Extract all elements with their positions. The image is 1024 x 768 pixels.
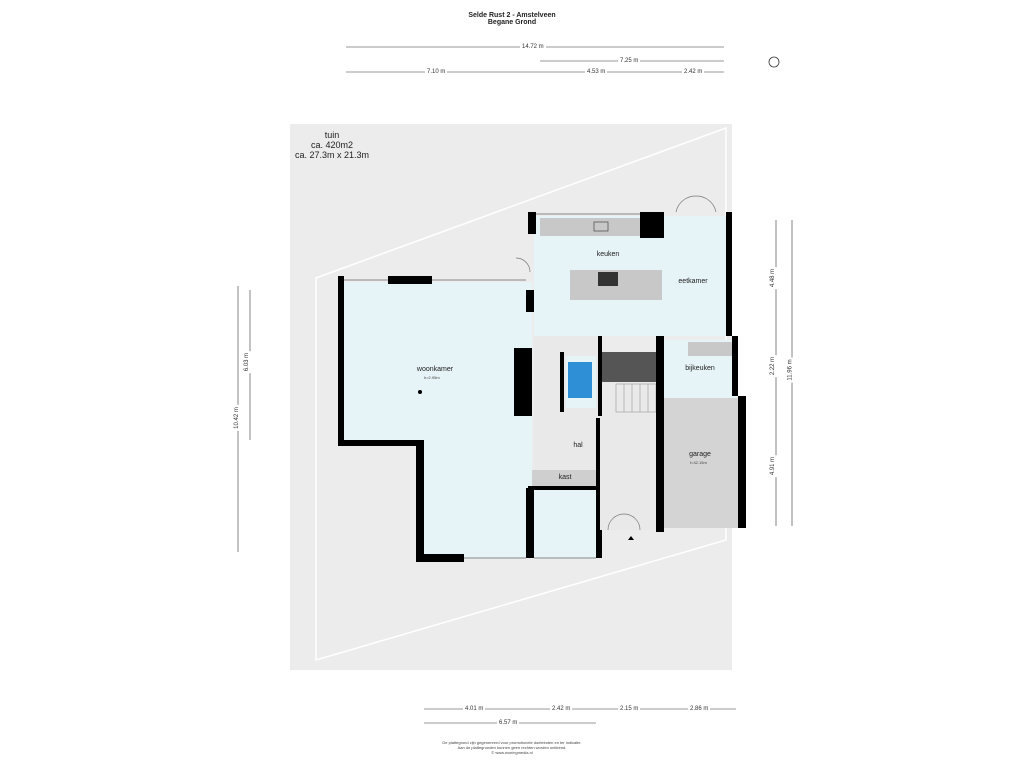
garden-area-text: ca. 420m2 [310, 140, 354, 150]
compass-icon [764, 56, 784, 68]
room-label-woonkamer: woonkamer [416, 366, 454, 373]
dim-right-c: 4.91 m [769, 454, 778, 478]
walls [338, 212, 746, 562]
garden-name: tuin [324, 130, 340, 140]
dim-right-total: 11.96 m [786, 357, 795, 383]
garden-inner-border [315, 126, 727, 662]
room-label-bijkeuken: bijkeuken [685, 365, 715, 372]
kitchen-sink [593, 221, 609, 232]
dim-bottom-total: 6.57 m [497, 719, 520, 727]
garden-label: tuin ca. 420m2 ca. 27.3m x 21.3m [290, 130, 374, 160]
dim-right-b: 2.22 m [769, 354, 778, 378]
plan-title: Selde Rust 2 - Amstelveen [468, 12, 556, 19]
garage-floor [664, 398, 738, 528]
dim-bottom-c: 2.15 m [618, 705, 641, 713]
footer-credit: © www.woningmedia.nl [491, 750, 533, 755]
dim-right-a: 4.48 m [769, 266, 778, 290]
dim-bottom-d: 2.86 m [688, 705, 711, 713]
dim-top-c: 2.42 m [682, 68, 705, 76]
dim-top-total: 14.72 m [520, 43, 546, 51]
room-area-garage: f=42.15m [690, 460, 707, 465]
garden-size-text: ca. 27.3m x 21.3m [294, 150, 370, 160]
room-height-woonkamer: h=2.95m [424, 375, 440, 380]
living-room-floor-main [342, 282, 532, 442]
room-label-hal: hal [573, 442, 583, 449]
room-label-kast: kast [558, 474, 572, 481]
kitchen-counter [540, 218, 658, 236]
footer-disclaimer-2: Aan de plattegronden kunnen geen rechten… [457, 745, 567, 750]
dim-bottom-b: 2.42 m [550, 705, 573, 713]
utility-counter [688, 342, 736, 356]
dim-top-a: 7.10 m [425, 68, 448, 76]
entrance-arrow [628, 536, 634, 540]
dim-top-b: 4.53 m [585, 68, 608, 76]
floor-label: Begane Grond [487, 19, 537, 26]
room-label-eetkamer: eetkamer [678, 278, 708, 285]
living-room-floor-lower [420, 440, 532, 558]
living-room-bay [532, 490, 596, 558]
doors [515, 195, 717, 531]
dim-bottom-a: 4.01 m [463, 705, 486, 713]
windows [344, 213, 640, 559]
dim-left-outer: 10.42 m [232, 405, 241, 431]
dim-left-inner: 6.03 m [243, 350, 252, 374]
footer-disclaimer-1: De plattegrond zijn gegenereerd voor pro… [442, 740, 582, 745]
room-label-garage: garage [689, 451, 711, 458]
toilet-tiles [568, 362, 592, 398]
kitchen-hob [598, 272, 618, 286]
room-label-keuken: keuken [596, 251, 620, 258]
cupboard-floor [532, 470, 598, 488]
hallway-floor-right [598, 380, 658, 530]
storage-block [600, 352, 656, 382]
ceiling-point [418, 390, 422, 394]
dim-top-right: 7.25 m [618, 57, 641, 65]
